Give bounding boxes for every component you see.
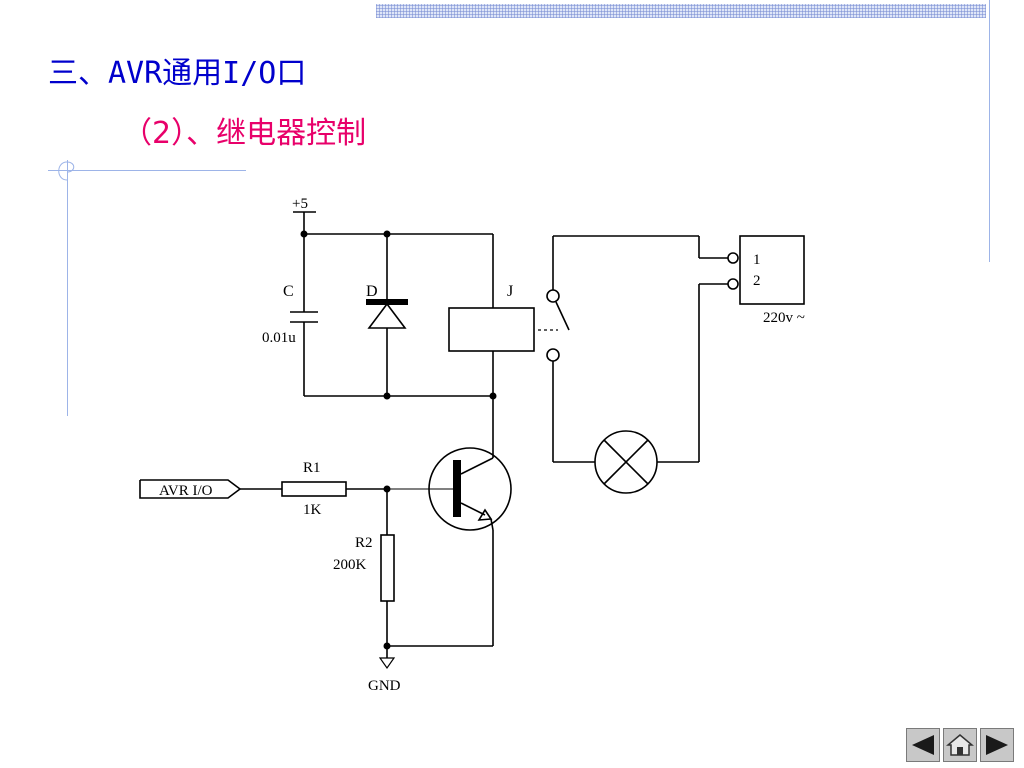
- terminal-2-label: 2: [753, 273, 761, 289]
- left-decor-line: [67, 160, 68, 416]
- house-icon: [946, 734, 974, 756]
- triangle-right-icon: [986, 735, 1008, 755]
- r2-body: [380, 534, 395, 602]
- mains-label: 220v ~: [763, 310, 805, 326]
- junction-supply: [300, 230, 308, 238]
- junction-bottom-relay: [489, 392, 497, 400]
- mains-terminal-block: [739, 235, 805, 305]
- junction-bottom-diode: [383, 392, 391, 400]
- ground-symbol: [378, 657, 396, 670]
- section-subtitle: （2）、继电器控制: [122, 116, 367, 151]
- r1-name: R1: [303, 460, 321, 476]
- terminal-1-screw: [727, 252, 739, 264]
- emitter-arrow: [477, 508, 493, 521]
- capacitor-value: 0.01u: [262, 330, 296, 346]
- emitter-lead: [490, 518, 494, 531]
- prev-slide-button[interactable]: [906, 728, 940, 762]
- collector-line: [460, 457, 494, 475]
- input-port-label: AVR I/O: [159, 483, 213, 499]
- terminal-2-screw: [727, 278, 739, 290]
- slide-navigation: [906, 728, 1016, 764]
- switch-blade: [555, 301, 570, 331]
- r1-value: 1K: [303, 502, 322, 518]
- next-slide-button[interactable]: [980, 728, 1014, 762]
- diode-triangle: [367, 302, 407, 329]
- junction-base: [383, 485, 391, 493]
- left-decor-hline: [48, 170, 246, 171]
- switch-contact-top: [546, 289, 560, 303]
- junction-ground: [383, 642, 391, 650]
- capacitor-name: C: [283, 283, 294, 300]
- relay-name: J: [507, 283, 513, 300]
- diode-name: D: [366, 283, 378, 300]
- home-button[interactable]: [943, 728, 977, 762]
- input-port-shape: [139, 479, 242, 499]
- page-title: 三、AVR通用I/O口: [48, 56, 307, 91]
- emitter-line: [460, 502, 486, 516]
- right-decor-line: [989, 0, 990, 262]
- r2-name: R2: [355, 535, 373, 551]
- ground-label: GND: [368, 678, 401, 694]
- terminal-1-label: 1: [753, 252, 761, 268]
- switch-contact-bottom: [546, 348, 560, 362]
- diode-bar: [366, 299, 408, 305]
- r1-body: [281, 481, 347, 497]
- junction-top-diode: [383, 230, 391, 238]
- r2-value: 200K: [333, 557, 367, 573]
- relay-coil: [448, 307, 535, 352]
- header-pattern-band: [376, 4, 986, 18]
- lamp-cross-2: [603, 439, 649, 485]
- triangle-left-icon: [912, 735, 934, 755]
- supply-label: +5: [292, 196, 308, 212]
- transistor-base-bar: [453, 460, 461, 517]
